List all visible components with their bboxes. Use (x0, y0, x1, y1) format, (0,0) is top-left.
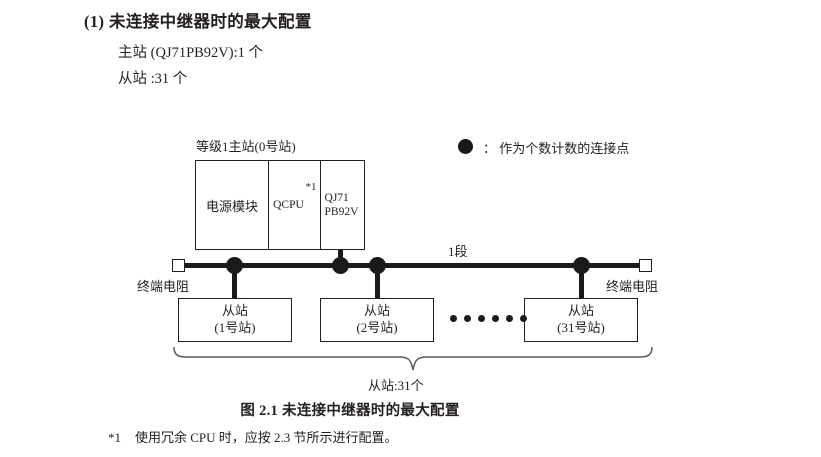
slave-station-31-name: 从站 (567, 303, 594, 319)
connection-point-dot-slave2 (369, 257, 386, 274)
ellipsis-dot (506, 315, 513, 322)
cpu-label: QCPU (273, 199, 304, 211)
cpu-module: QCPU *1 (269, 161, 321, 249)
slave-station-2-number: (2号站) (356, 320, 398, 335)
power-supply-module: 电源模块 (196, 161, 270, 249)
slave31-drop-line (579, 266, 584, 299)
terminating-resistor-right-icon (639, 259, 652, 272)
section-title: (1) 未连接中继器时的最大配置 (84, 12, 312, 31)
ellipsis-dot (464, 315, 471, 322)
footnote: *1 使用冗余 CPU 时，应按 2.3 节所示进行配置。 (108, 427, 398, 446)
legend-filled-circle-icon (458, 139, 473, 154)
terminating-resistor-left-label: 终端电阻 (137, 279, 190, 294)
slave-station-2-name: 从站 (363, 303, 390, 319)
slave-station-2: 从站 (2号站) (320, 298, 434, 342)
legend-label: ： 作为个数计数的连接点 (483, 141, 630, 156)
figure-caption: 图 2.1 未连接中继器时的最大配置 (240, 403, 460, 419)
slave-station-1-number: (1号站) (214, 320, 256, 335)
slave-station-31-number: (31号站) (557, 320, 605, 335)
ellipsis-dot (492, 315, 499, 322)
bus-trunk-line (182, 263, 644, 268)
connection-point-dot-slave31 (573, 257, 590, 274)
slave-station-1: 从站 (1号站) (178, 298, 292, 342)
ellipsis-dot (520, 315, 527, 322)
slave2-drop-line (375, 266, 380, 299)
footnote-mark: *1 (108, 430, 121, 445)
ellipsis-dot (478, 315, 485, 322)
connection-point-dot-slave1 (226, 257, 243, 274)
slaves-group-label: 从站:31个 (368, 378, 424, 393)
terminating-resistor-right-label: 终端电阻 (606, 279, 659, 294)
slaves-group-brace (173, 346, 653, 371)
section-line-slave: 从站 :31 个 (118, 71, 188, 87)
ellipsis-dot (450, 315, 457, 322)
section-line-master: 主站 (QJ71PB92V):1 个 (118, 45, 264, 61)
slave-station-1-name: 从站 (221, 303, 248, 319)
slaves-ellipsis (450, 315, 527, 322)
connection-point-dot-master (332, 257, 349, 274)
terminating-resistor-left-icon (172, 259, 185, 272)
segment-label: 1段 (448, 244, 468, 259)
power-supply-label: 电源模块 (206, 198, 259, 214)
slave1-drop-line (232, 266, 237, 299)
cpu-footnote-mark: *1 (305, 181, 317, 193)
slave-station-31: 从站 (31号站) (524, 298, 638, 342)
master-station-caption: 等级1主站(0号站) (196, 139, 296, 154)
footnote-text: 使用冗余 CPU 时，应按 2.3 节所示进行配置。 (135, 430, 398, 445)
